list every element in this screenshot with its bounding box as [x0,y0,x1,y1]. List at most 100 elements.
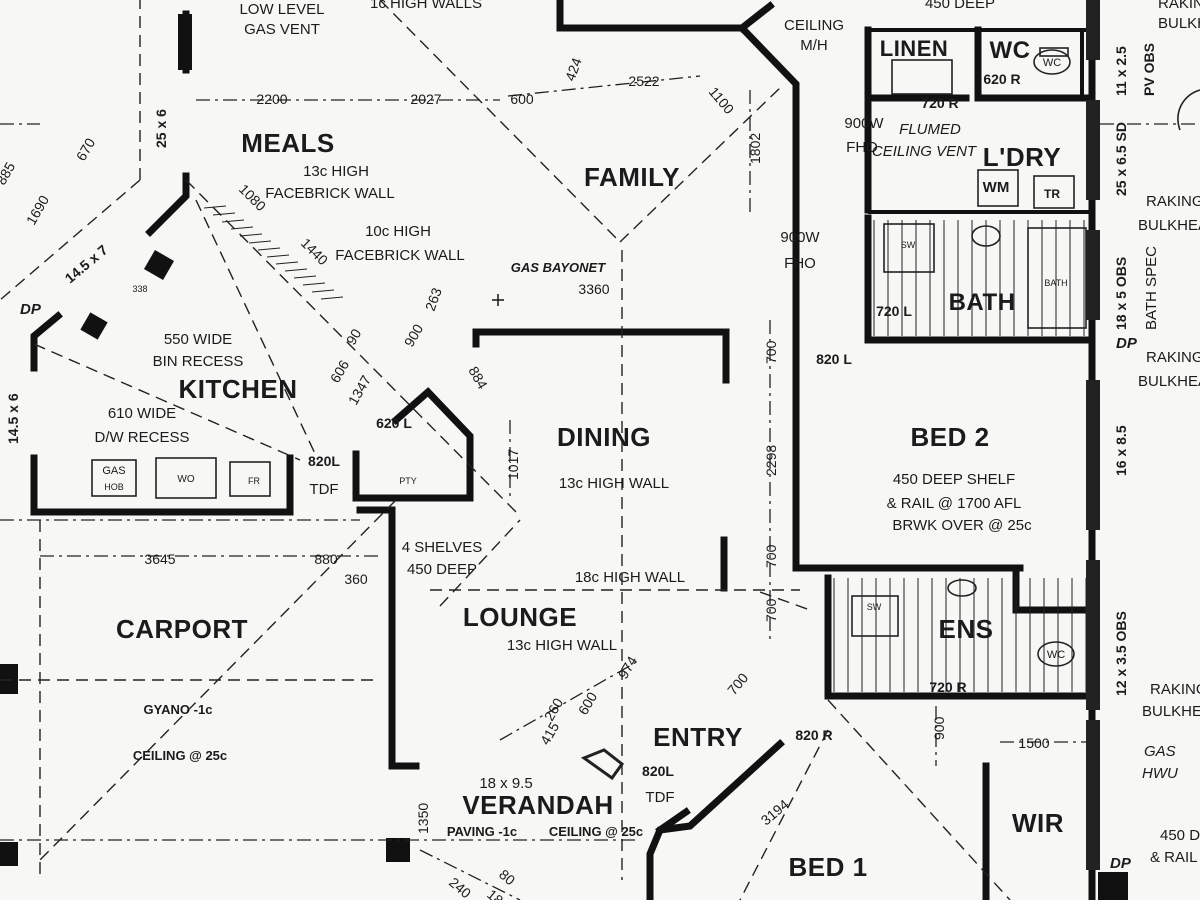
dim-670: 670 [73,135,99,163]
room-label-wc: WC [990,37,1031,64]
dim-2200: 2200 [256,91,287,107]
note-bulkhead-4: BULKHEA [1142,703,1200,720]
note-high-walls-top: 1c HIGH WALLS [370,0,482,12]
dim-2522: 2522 [628,73,659,89]
dim-1500: 1500 [1018,735,1049,751]
note-bed2-shelf-3: BRWK OVER @ 25c [892,517,1032,534]
note-ceiling: CEILING [784,17,844,34]
dim-700d: 700 [724,670,751,698]
dim-600a: 600 [510,91,534,107]
note-verandah-paving: PAVING -1c [447,824,517,839]
fixture-label-bath-small: BATH [1044,278,1067,288]
note-meals-wall-1: 13c HIGH [303,163,369,180]
dim-606: 606 [327,357,353,385]
door-820l-entry: 820L [642,763,674,779]
dim-2298: 2298 [763,445,779,476]
note-tdf-kitchen: TDF [309,481,338,498]
fixture-label-pty: PTY [399,476,417,486]
door-swing-arc [1177,89,1200,131]
note-raking-3: RAKING [1146,349,1200,366]
dim-884: 884 [465,364,491,392]
fixture-label-sw-bath: SW [901,240,916,250]
door-820r-bed1: 820 R [795,727,832,743]
note-dw-1: 610 WIDE [108,405,176,422]
note-ceiling-25-carport: CEILING @ 25c [133,748,227,763]
window-pv-obs: PV OBS [1141,43,1157,96]
room-label-verandah: VERANDAH [462,790,613,820]
dim-415: 415 [537,719,563,747]
dim-424: 424 [562,55,585,83]
room-label-meals: MEALS [241,128,335,158]
room-label-lounge: LOUNGE [463,602,577,632]
note-low-level: LOW LEVEL [239,1,324,18]
note-900w-2: 900W [844,115,884,132]
note-dp-bottom: DP [1110,855,1132,872]
note-shelves-1: 4 SHELVES [402,539,483,556]
note-gas-hwu-2: HWU [1142,765,1178,782]
note-fho-1: FHO [784,255,816,272]
note-mh: M/H [800,37,828,54]
fixture-label-wc-top: WC [1043,57,1061,69]
note-verandah-size: 18 x 9.5 [479,775,532,792]
room-label-ldry: L'DRY [983,142,1062,172]
note-and-rail: & RAIL [1150,849,1198,866]
note-shelves-2: 450 DEEP [407,561,477,578]
note-bulkhead-2: BULKHEA [1138,217,1200,234]
note-450d: 450 D [1160,827,1200,844]
dim-1690: 1690 [23,192,53,227]
dim-1017: 1017 [505,449,521,480]
dim-2027: 2027 [410,91,441,107]
note-flumed-1: FLUMED [899,121,961,138]
dim-90: 90 [343,326,365,348]
dim-240: 240 [446,874,474,900]
note-gas-vent: GAS VENT [244,21,320,38]
note-gyano: GYANO -1c [144,702,213,717]
window-25x6-5-sd: 25 x 6.5 SD [1113,122,1129,196]
dim-360: 360 [344,571,368,587]
note-dp-left: DP [20,301,42,318]
dim-700a: 700 [763,340,779,364]
door-720r-ens: 720 R [929,679,966,695]
dim-3360: 3360 [578,281,609,297]
dim-880: 880 [314,551,338,567]
room-label-ens: ENS [939,614,994,644]
room-label-entry: ENTRY [653,722,743,752]
note-raking-1: RAKIN [1158,0,1200,12]
door-620l-pty: 620 L [376,415,412,431]
door-820l-bed2: 820 L [816,351,852,367]
dim-974: 974 [615,653,641,681]
dim-900a: 900 [401,321,427,349]
door-720r-top: 720 R [921,95,958,111]
note-raking-2: RAKING [1146,193,1200,210]
fixture-label-sw-ens: SW [867,602,882,612]
dim-700c: 700 [763,598,779,622]
note-tdf-entry: TDF [645,789,674,806]
fixture-label-gas: GAS [102,465,125,477]
dim-1100: 1100 [706,84,738,118]
dim-182: 182 [484,886,512,900]
dim-1440: 1440 [298,235,331,268]
dim-885: 885 [0,159,18,187]
note-450-deep-top: 450 DEEP [925,0,995,12]
fixture-label-wo: WO [177,474,194,485]
window-11x2-5: 11 x 2.5 [1113,46,1129,96]
window-14-5x7: 14.5 x 7 [62,241,111,286]
dim-900b: 900 [931,716,947,740]
room-label-wir: WIR [1012,808,1064,838]
note-raking-4: RAKING [1150,681,1200,698]
note-verandah-ceiling: CEILING @ 25c [549,824,643,839]
dim-263: 263 [422,285,445,313]
fixture-label-wc-ens: WC [1047,649,1065,661]
note-bulkhead-3: BULKHEA [1138,373,1200,390]
room-label-bed1: BED 1 [788,852,867,882]
fixture-label-wm: WM [983,179,1010,196]
window-12x3-5-obs: 12 x 3.5 OBS [1113,611,1129,696]
room-label-bath: BATH [949,289,1016,316]
note-dp-right: DP [1116,335,1138,352]
room-label-family: FAMILY [584,162,680,192]
door-820l-kitchen: 820L [308,453,340,469]
fixture-label-tr: TR [1044,187,1060,201]
room-label-linen: LINEN [880,36,949,61]
